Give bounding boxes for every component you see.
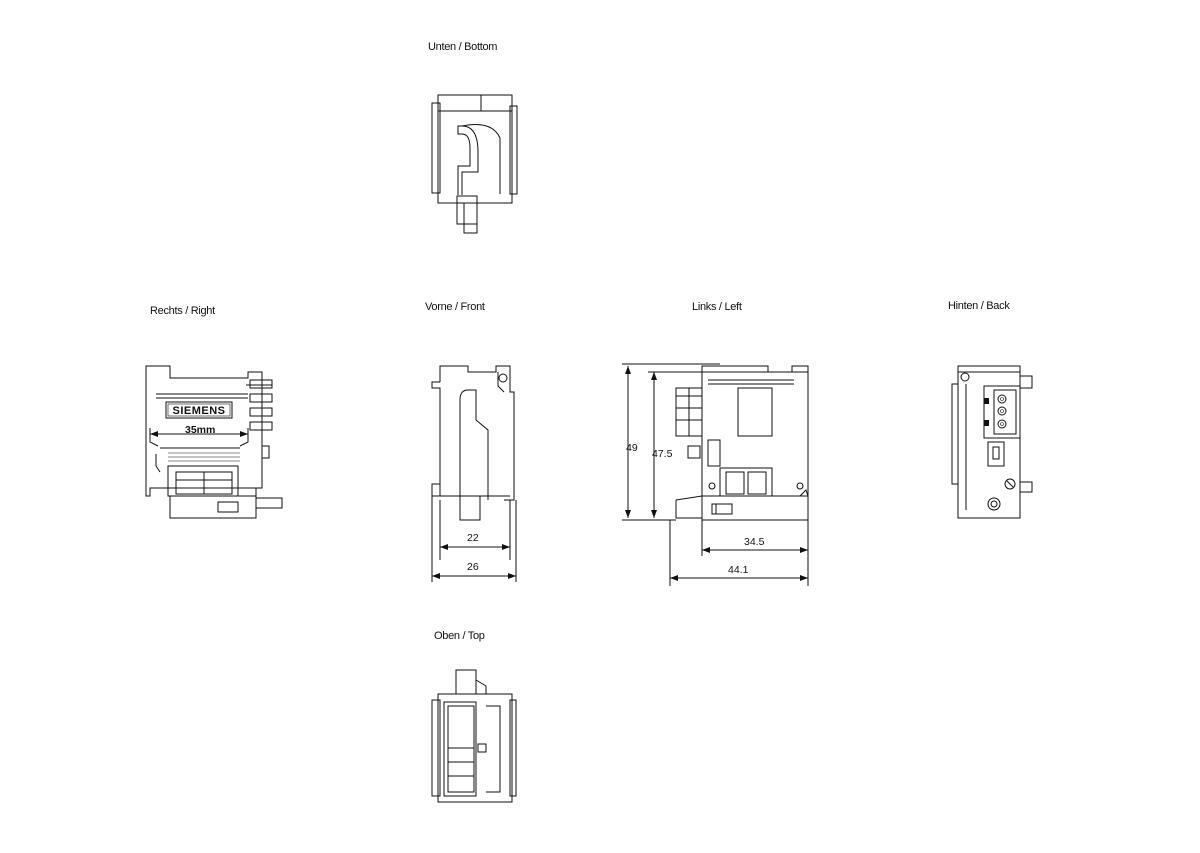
back-view [951, 365, 1033, 519]
left-view: 49 47.5 34.5 44.1 [622, 363, 809, 586]
view-label-front: Vorne / Front [425, 301, 485, 313]
dim-44-1: 44.1 [728, 564, 749, 576]
view-label-top: Oben / Top [434, 630, 485, 642]
right-view: SIEMENS 35mm [145, 365, 283, 519]
dim-26: 26 [467, 561, 479, 573]
dim-34-5: 34.5 [744, 536, 765, 548]
top-view [431, 669, 517, 803]
dim-49: 49 [626, 442, 638, 454]
dim-47-5: 47.5 [652, 448, 673, 460]
dim-22: 22 [467, 532, 479, 544]
view-label-back: Hinten / Back [948, 300, 1010, 312]
bottom-view [431, 94, 518, 234]
view-label-left: Links / Left [692, 301, 742, 313]
rail-width-label: 35mm [185, 424, 215, 436]
view-label-bottom: Unten / Bottom [428, 41, 497, 53]
svg-text:SIEMENS: SIEMENS [172, 405, 225, 417]
siemens-logo: SIEMENS [165, 401, 233, 419]
view-label-right: Rechts / Right [150, 305, 215, 317]
front-view: 22 26 [431, 365, 517, 582]
